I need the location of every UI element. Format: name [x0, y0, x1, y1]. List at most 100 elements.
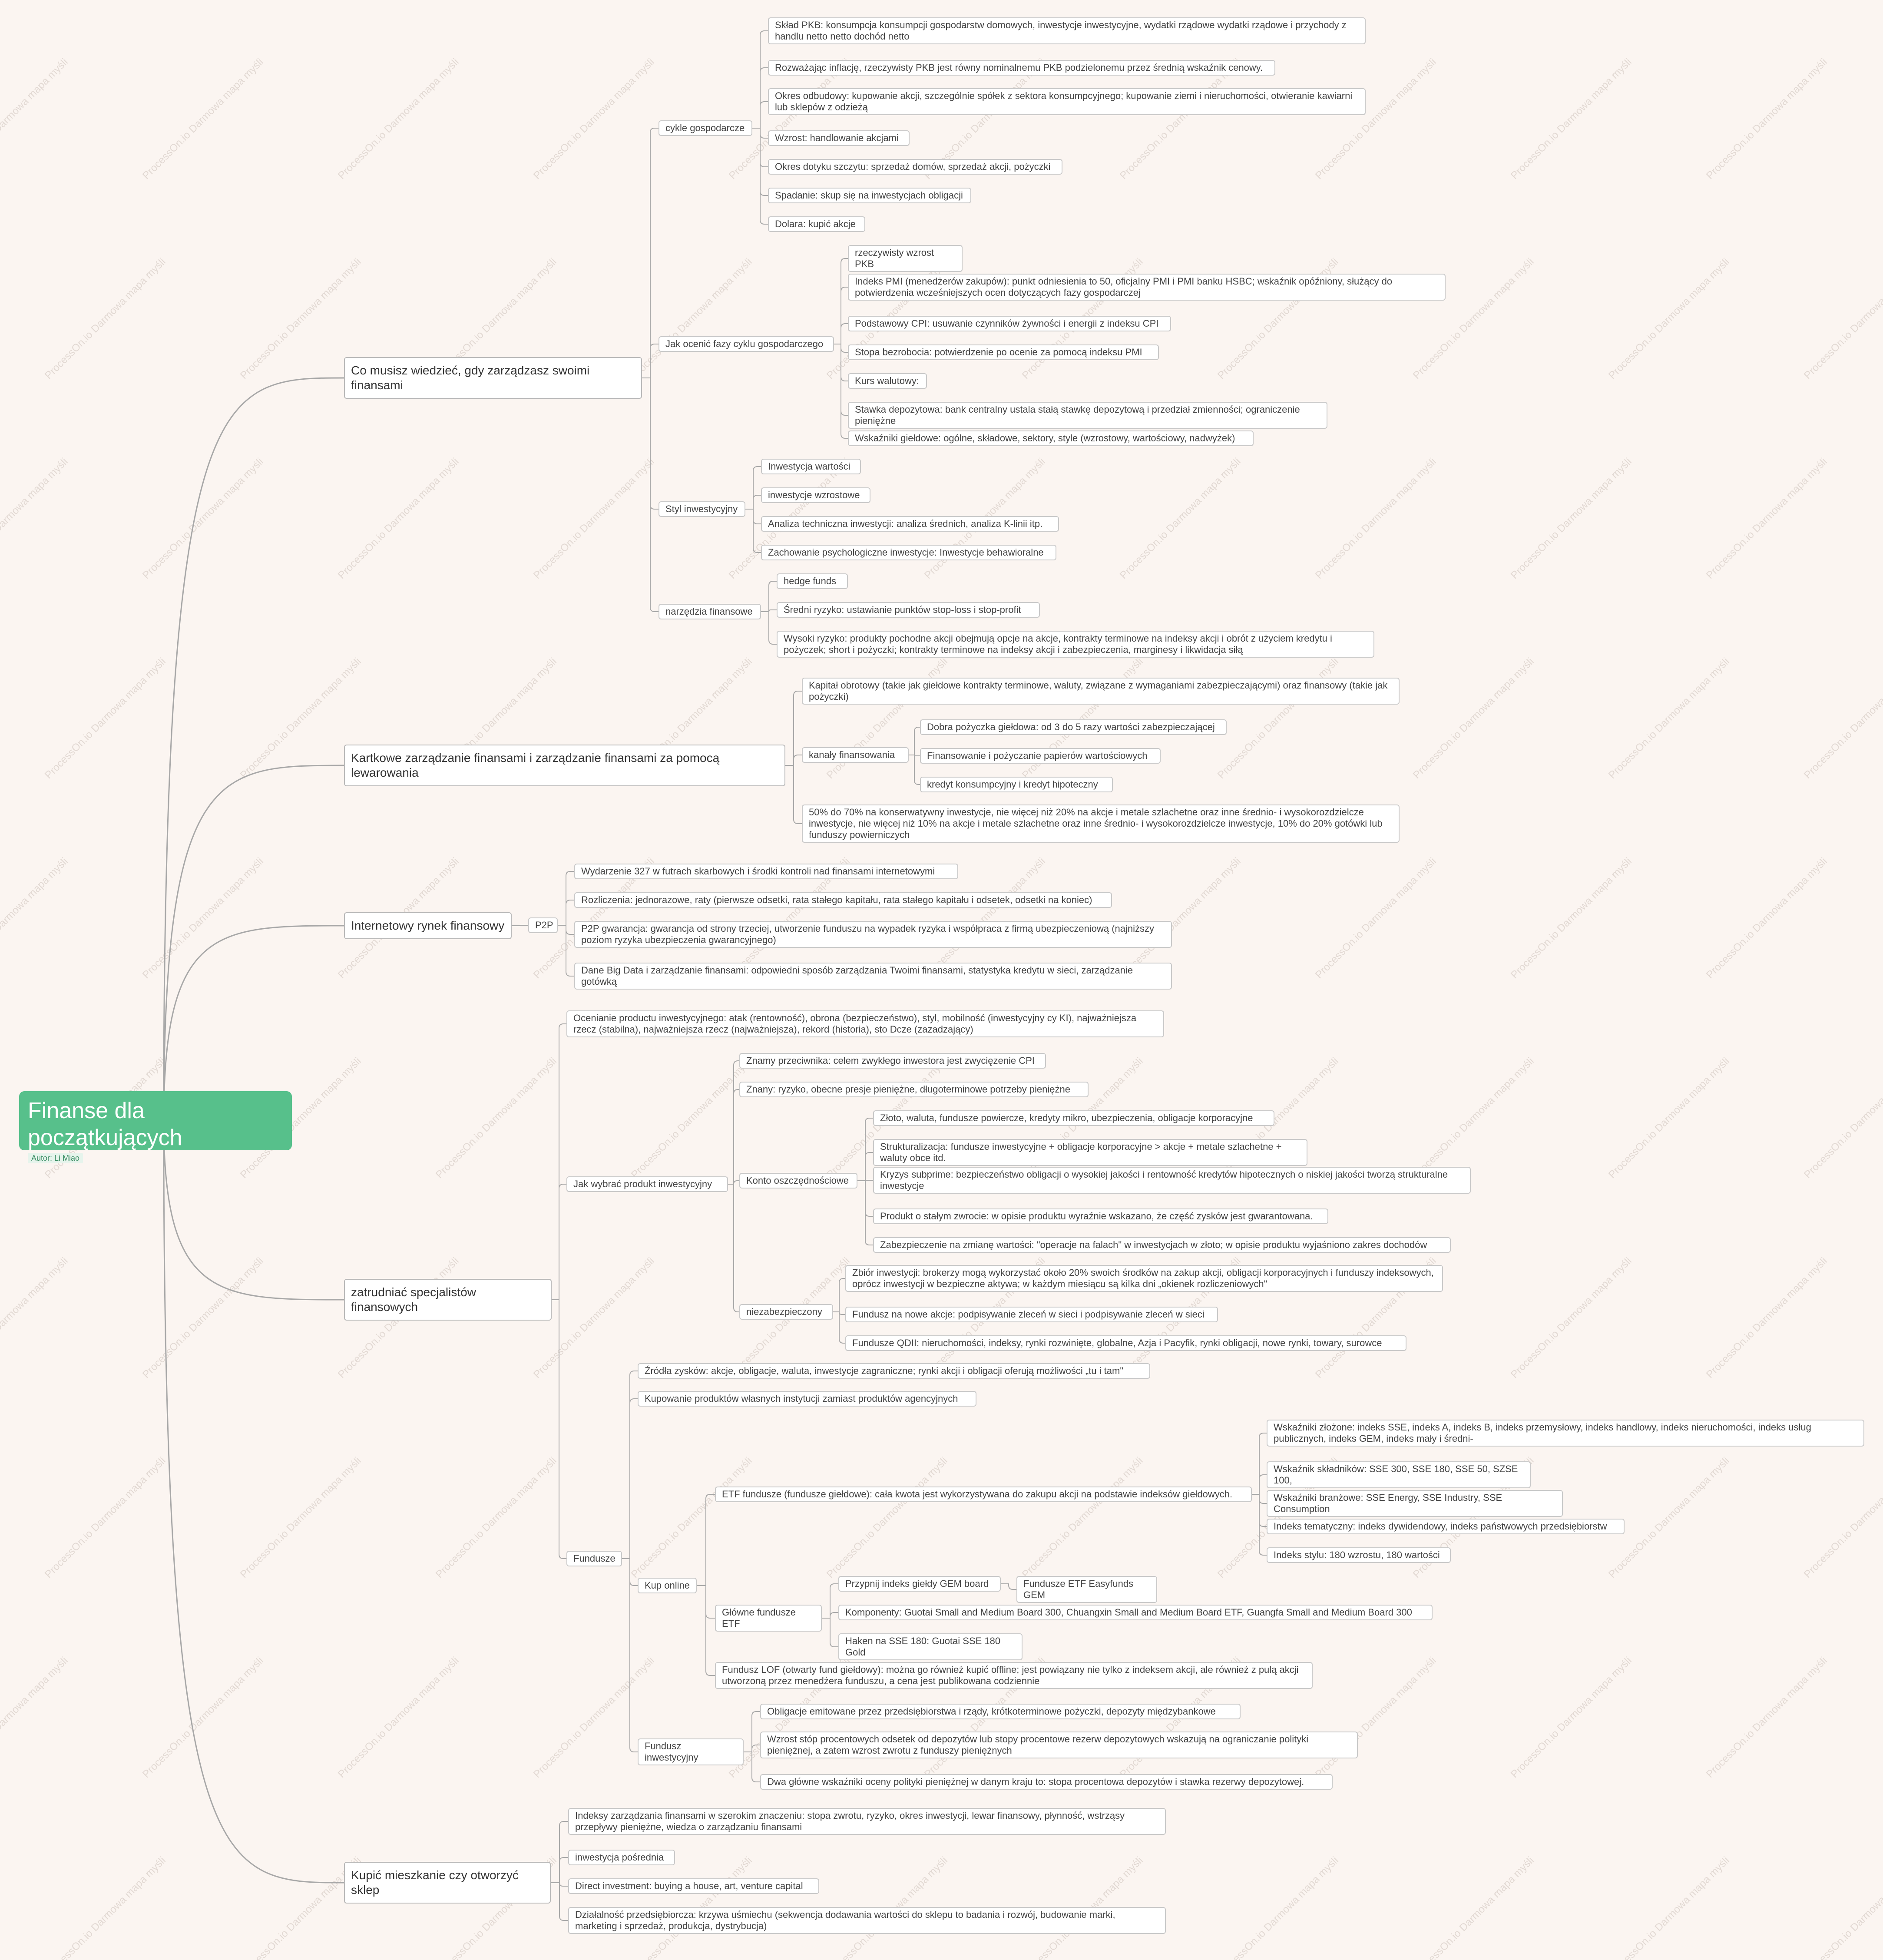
connector-root-b3 — [163, 925, 344, 1121]
branch-leverage-finance[interactable]: Kartkowe zarządzanie finansami i zarządz… — [344, 745, 785, 786]
leaf-recovery-period[interactable]: Okres odbudowy: kupowanie akcji, szczegó… — [768, 88, 1366, 115]
leaf-bonds-deposits[interactable]: Obligacje emitowane przez przedsiębiorst… — [760, 1704, 1241, 1719]
leaf-big-data[interactable]: Dane Big Data i zarządzanie finansami: o… — [574, 963, 1172, 990]
connector-b4_fi-b4_fi2 — [744, 1745, 760, 1752]
leaf-entrepreneurship[interactable]: Działalność przedsiębiorcza: krzywa uśmi… — [568, 1907, 1166, 1934]
leaf-profit-sources[interactable]: Źródła zysków: akcje, obligacje, waluta,… — [638, 1363, 1150, 1379]
leaf-high-risk[interactable]: Wysoki ryzyko: produkty pochodne akcji o… — [777, 631, 1374, 658]
leaf-unemployment[interactable]: Stopa bezrobocia: potwierdzenie po oceni… — [848, 344, 1159, 360]
leaf-subprime-crisis[interactable]: Kryzys subprime: bezpieczeństwo obligacj… — [873, 1167, 1471, 1194]
topic-cycle-phases[interactable]: Jak ocenić fazy cyklu gospodarczego — [659, 336, 834, 352]
leaf-gdp-composition[interactable]: Skład PKB: konsumpcja konsumpcji gospoda… — [768, 17, 1366, 44]
leaf-dollar[interactable]: Dolara: kupić akcje — [768, 216, 865, 232]
connector-b5-b5_2 — [551, 1857, 568, 1883]
connector-b1_cykle-b1_c2 — [752, 67, 768, 129]
leaf-lof-fund[interactable]: Fundusz LOF (otwarty fund giełdowy): moż… — [715, 1662, 1313, 1689]
leaf-investment-pool[interactable]: Zbiór inwestycji: brokerzy mogą wykorzys… — [845, 1265, 1443, 1292]
topic-unsecured[interactable]: niezabezpieczony — [739, 1304, 833, 1320]
leaf-growth-investing[interactable]: inwestycje wzrostowe — [761, 487, 870, 503]
topic-etf-funds[interactable]: ETF fundusze (fundusze giełdowe): cała k… — [715, 1487, 1252, 1502]
branch-finance-knowledge[interactable]: Co musisz wiedzieć, gdy zarządzasz swoim… — [344, 357, 642, 399]
leaf-pmi-index[interactable]: Indeks PMI (menedżerów zakupów): punkt o… — [848, 274, 1446, 301]
leaf-style-index[interactable]: Indeks stylu: 180 wzrostu, 180 wartości — [1267, 1547, 1451, 1563]
leaf-real-gdp[interactable]: Rozważając inflację, rzeczywisty PKB jes… — [768, 60, 1275, 76]
connector-root-b1 — [163, 377, 344, 1121]
leaf-value-investing[interactable]: Inwestycja wartości — [761, 459, 861, 474]
leaf-savings-instruments[interactable]: Złoto, waluta, fundusze powiercze, kredy… — [873, 1110, 1274, 1126]
topic-financing-channels[interactable]: kanały finansowania — [802, 747, 909, 763]
leaf-qdii-funds[interactable]: Fundusze QDII: nieruchomości, indeksy, r… — [845, 1335, 1406, 1351]
leaf-product-evaluation[interactable]: Ocenianie productu inwestycyjnego: atak … — [566, 1010, 1164, 1037]
leaf-finance-indices[interactable]: Indeksy zarządzania finansami w szerokim… — [568, 1808, 1166, 1835]
leaf-own-products[interactable]: Kupowanie produktów własnych instytucji … — [638, 1391, 976, 1407]
leaf-new-share-fund[interactable]: Fundusz na nowe akcje: podpisywanie zlec… — [845, 1307, 1218, 1322]
leaf-stock-indices[interactable]: Wskaźniki giełdowe: ogólne, składowe, se… — [848, 430, 1254, 446]
leaf-know-opponent[interactable]: Znamy przeciwnika: celem zwykłego inwest… — [739, 1053, 1046, 1069]
topic-investment-style[interactable]: Styl inwestycyjny — [659, 501, 745, 517]
branch-apartment-or-shop[interactable]: Kupić mieszkanie czy otworzyć sklep — [344, 1862, 551, 1904]
leaf-deposit-rate[interactable]: Stawka depozytowa: bank centralny ustala… — [848, 402, 1327, 429]
leaf-gem-board[interactable]: Przypnij indeks giełdy GEM board — [838, 1576, 1001, 1592]
leaf-core-cpi[interactable]: Podstawowy CPI: usuwanie czynników żywno… — [848, 316, 1171, 331]
leaf-event-327[interactable]: Wydarzenie 327 w futrach skarbowych i śr… — [574, 864, 958, 879]
leaf-stock-loan[interactable]: Dobra pożyczka giełdowa: od 3 do 5 razy … — [920, 719, 1227, 735]
leaf-p2p-guarantee[interactable]: P2P gwarancja: gwarancja od strony trzec… — [574, 921, 1172, 948]
connector-b4_glowne-b4_g3 — [822, 1618, 838, 1647]
connector-b1_narz-b1_n1 — [761, 581, 777, 612]
leaf-easyfunds-gem[interactable]: Fundusze ETF Easyfunds GEM — [1016, 1576, 1157, 1603]
leaf-known-risk[interactable]: Znany: ryzyko, obecne presje pieniężne, … — [739, 1082, 1089, 1097]
leaf-direct-investment[interactable]: Direct investment: buying a house, art, … — [568, 1878, 819, 1894]
leaf-decline[interactable]: Spadanie: skup się na inwestycjach oblig… — [768, 188, 971, 203]
topic-buy-online[interactable]: Kup online — [638, 1578, 697, 1593]
leaf-technical-analysis[interactable]: Analiza techniczna inwestycji: analiza ś… — [761, 516, 1059, 532]
leaf-peak-period[interactable]: Okres dotyku szczytu: sprzedaż domów, sp… — [768, 159, 1062, 175]
connector-b4_jak-b4_j2 — [728, 1089, 739, 1185]
leaf-indirect-investment[interactable]: inwestycja pośrednia — [568, 1850, 675, 1865]
leaf-exchange-rate[interactable]: Kurs walutowy: — [848, 373, 927, 389]
topic-p2p[interactable]: P2P — [528, 917, 558, 933]
topic-main-etf[interactable]: Główne fundusze ETF — [715, 1605, 822, 1632]
leaf-thematic-index[interactable]: Indeks tematyczny: indeks dywidendowy, i… — [1267, 1519, 1625, 1534]
leaf-behavioral-investing[interactable]: Zachowanie psychologiczne inwestycje: In… — [761, 545, 1056, 560]
leaf-monetary-indicators[interactable]: Dwa główne wskaźniki oceny polityki pien… — [760, 1774, 1333, 1790]
connector-b5-b5_1 — [551, 1821, 568, 1883]
connector-root-b5 — [163, 1120, 344, 1884]
leaf-medium-risk[interactable]: Średni ryzyko: ustawianie punktów stop-l… — [777, 602, 1040, 618]
leaf-component-index[interactable]: Wskaźnik składników: SSE 300, SSE 180, S… — [1267, 1461, 1531, 1488]
topic-economic-cycles[interactable]: cykle gospodarcze — [659, 120, 752, 136]
topic-funds[interactable]: Fundusze — [566, 1551, 622, 1566]
leaf-composite-indices[interactable]: Wskaźniki złożone: indeks SSE, indeks A,… — [1267, 1420, 1864, 1447]
leaf-consumer-credit[interactable]: kredyt konsumpcyjny i kredyt hipoteczny — [920, 777, 1113, 792]
connector-b4-b4_ocen — [552, 1023, 566, 1300]
connector-b3-b3_p2p — [512, 925, 528, 926]
branch-financial-specialists[interactable]: zatrudniać specjalistów finansowych — [344, 1279, 552, 1321]
leaf-real-gdp-growth[interactable]: rzeczywisty wzrost PKB — [848, 245, 963, 272]
connector-b4_fund-b4_f2 — [622, 1398, 638, 1559]
root-topic[interactable]: Finanse dla początkujących Autor: Li Mia… — [19, 1091, 292, 1163]
leaf-securities-financing[interactable]: Finansowanie i pożyczanie papierów warto… — [920, 748, 1161, 764]
topic-investment-fund[interactable]: Fundusz inwestycyjny — [638, 1738, 744, 1765]
leaf-structuring[interactable]: Strukturalizacja: fundusze inwestycyjne … — [873, 1139, 1307, 1166]
branch-internet-finance[interactable]: Internetowy rynek finansowy — [344, 912, 512, 939]
topic-financial-tools[interactable]: narzędzia finansowe — [659, 604, 761, 619]
connector-b1_fazy-b1_f7 — [834, 344, 848, 439]
topic-savings-account[interactable]: Konto oszczędnościowe — [739, 1173, 857, 1189]
connector-b5-b5_4 — [551, 1882, 568, 1921]
root-title: Finanse dla początkujących — [28, 1098, 182, 1150]
leaf-rate-increase[interactable]: Wzrost stóp procentowych odsetek od depo… — [760, 1732, 1358, 1758]
leaf-growth[interactable]: Wzrost: handlowanie akcjami — [768, 130, 910, 146]
connector-b4_fi-b4_fi3 — [744, 1751, 760, 1782]
leaf-sse-180[interactable]: Haken na SSE 180: Guotai SSE 180 Gold — [838, 1633, 1023, 1660]
leaf-fixed-return[interactable]: Produkt o stałym zwrocie: w opisie produ… — [873, 1208, 1328, 1224]
connector-b2_kan-b2_kan1 — [909, 727, 920, 755]
leaf-allocation[interactable]: 50% do 70% na konserwatywny inwestycje, … — [802, 805, 1400, 843]
connector-b4-b4_jak — [552, 1184, 566, 1300]
leaf-working-capital[interactable]: Kapitał obrotowy (takie jak giełdowe kon… — [802, 678, 1400, 705]
leaf-settlements[interactable]: Rozliczenia: jednorazowe, raty (pierwsze… — [574, 892, 1112, 908]
leaf-sector-indices[interactable]: Wskaźniki branżowe: SSE Energy, SSE Indu… — [1267, 1490, 1563, 1517]
connector-root-b2 — [163, 765, 344, 1121]
leaf-components[interactable]: Komponenty: Guotai Small and Medium Boar… — [838, 1605, 1433, 1620]
leaf-hedge-funds[interactable]: hedge funds — [777, 573, 848, 589]
leaf-value-hedge[interactable]: Zabezpieczenie na zmianę wartości: "oper… — [873, 1237, 1451, 1253]
topic-choose-product[interactable]: Jak wybrać produkt inwestycyjny — [566, 1176, 728, 1192]
